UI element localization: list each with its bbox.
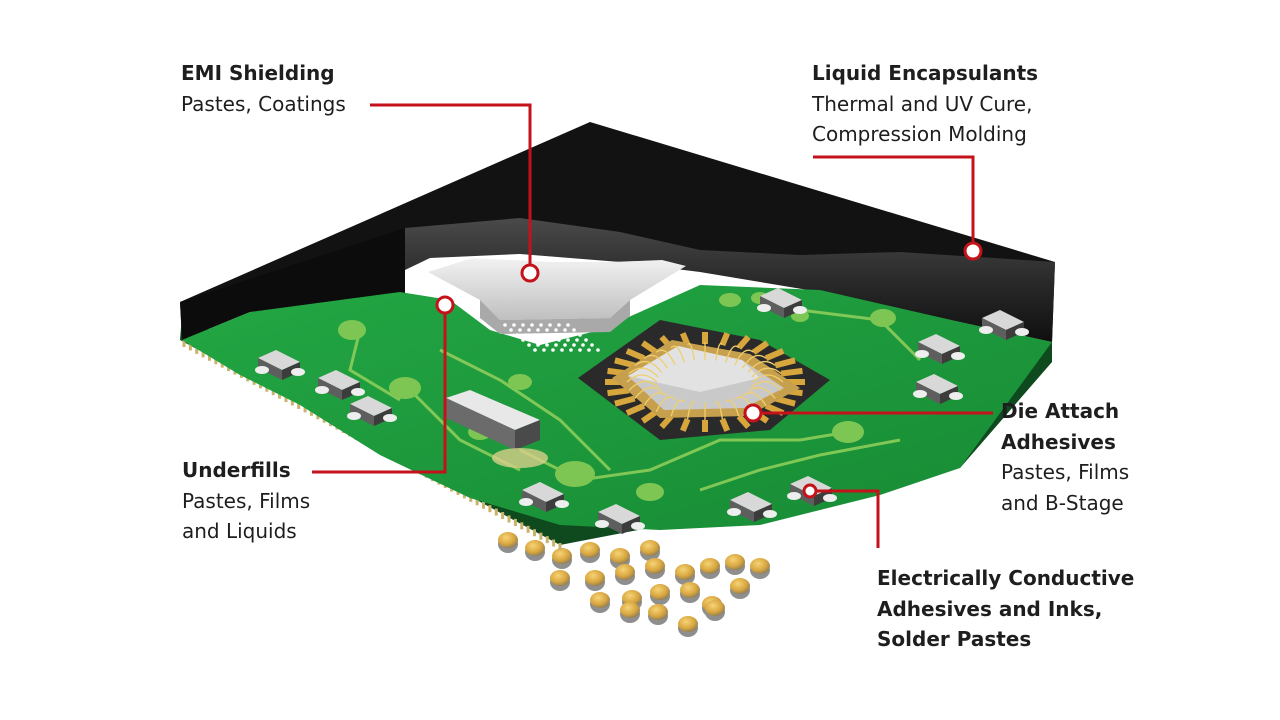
callout-subtitle: Pastes, Coatings <box>181 91 346 116</box>
callout-title: Adhesives and Inks, <box>877 596 1103 621</box>
marker-die-attach <box>743 403 763 423</box>
leader-line-conductive <box>810 489 880 548</box>
callout-subtitle: and B-Stage <box>1001 490 1124 515</box>
callout-title: Underfills <box>182 458 291 482</box>
mold-left-face <box>180 228 405 340</box>
callout-subtitle: and Liquids <box>182 519 297 543</box>
emi-shield-side <box>480 300 630 334</box>
flip-chip-bumps <box>503 323 600 352</box>
callout-subtitle: Thermal and UV Cure, <box>812 91 1033 116</box>
marker-encapsulants <box>963 241 983 261</box>
marker-underfills <box>435 295 455 315</box>
pcb-surface <box>182 285 1052 530</box>
callout-emi-shielding: EMI Shielding Pastes, Coatings <box>181 58 346 119</box>
callout-underfills: Underfills Pastes, Films and Liquids <box>182 455 310 547</box>
marker-conductive <box>802 483 818 499</box>
callout-title: Solder Pastes <box>877 627 1032 651</box>
leader-lines <box>312 103 993 548</box>
callout-title: Die Attach <box>1001 399 1120 423</box>
solder-balls <box>498 532 770 637</box>
callout-title: EMI Shielding <box>181 61 335 85</box>
leader-line-emi <box>370 103 532 273</box>
leader-line-encapsulants <box>813 155 975 250</box>
large-smd-component <box>446 390 548 468</box>
wire-bond-die <box>578 320 830 440</box>
callout-subtitle: Compression Molding <box>812 122 1027 146</box>
callout-subtitle: Pastes, Films <box>1001 460 1130 484</box>
callout-markers <box>435 241 983 499</box>
callout-title: Liquid Encapsulants <box>812 61 1039 85</box>
leader-line-underfills <box>312 305 447 474</box>
callout-conductive-adhesives: Electrically Conductive Adhesives and In… <box>877 563 1134 655</box>
marker-emi <box>520 263 540 283</box>
callout-title: Adhesives <box>1001 429 1116 454</box>
callout-title: Electrically Conductive <box>877 566 1135 590</box>
callout-subtitle: Pastes, Films <box>182 488 311 513</box>
callout-die-attach: Die Attach Adhesives Pastes, Films and B… <box>1001 396 1129 518</box>
callout-liquid-encapsulants: Liquid Encapsulants Thermal and UV Cure,… <box>812 58 1038 150</box>
emi-shield-top <box>428 258 686 320</box>
mold-cut-face <box>405 218 1055 342</box>
